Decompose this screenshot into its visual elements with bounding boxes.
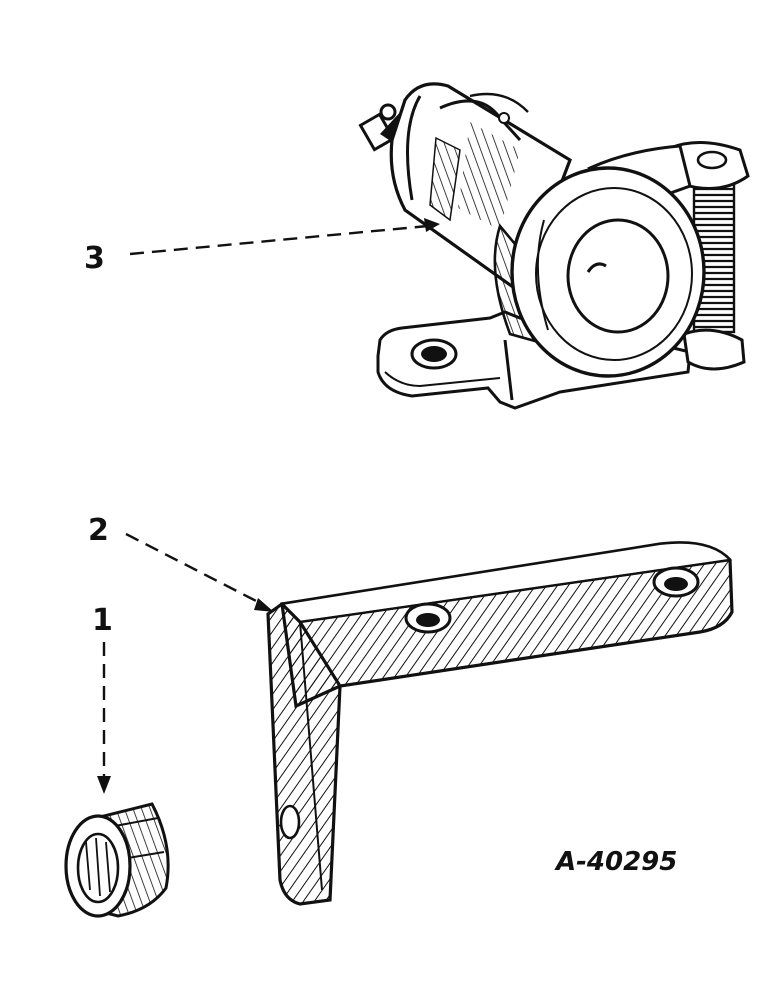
callout-label-2: 2: [88, 513, 109, 548]
leader-line-2: [125, 532, 274, 612]
solenoid-part-3: [358, 82, 750, 410]
figure-id-label: A-40295: [554, 847, 677, 877]
leader-line-1: [97, 642, 111, 794]
leader-line-3: [129, 218, 440, 256]
callout-label-1: 1: [92, 603, 113, 638]
callout-label-3: 3: [84, 241, 105, 276]
bracket-part-2: [266, 541, 734, 906]
spacer-part-1: [64, 802, 170, 918]
